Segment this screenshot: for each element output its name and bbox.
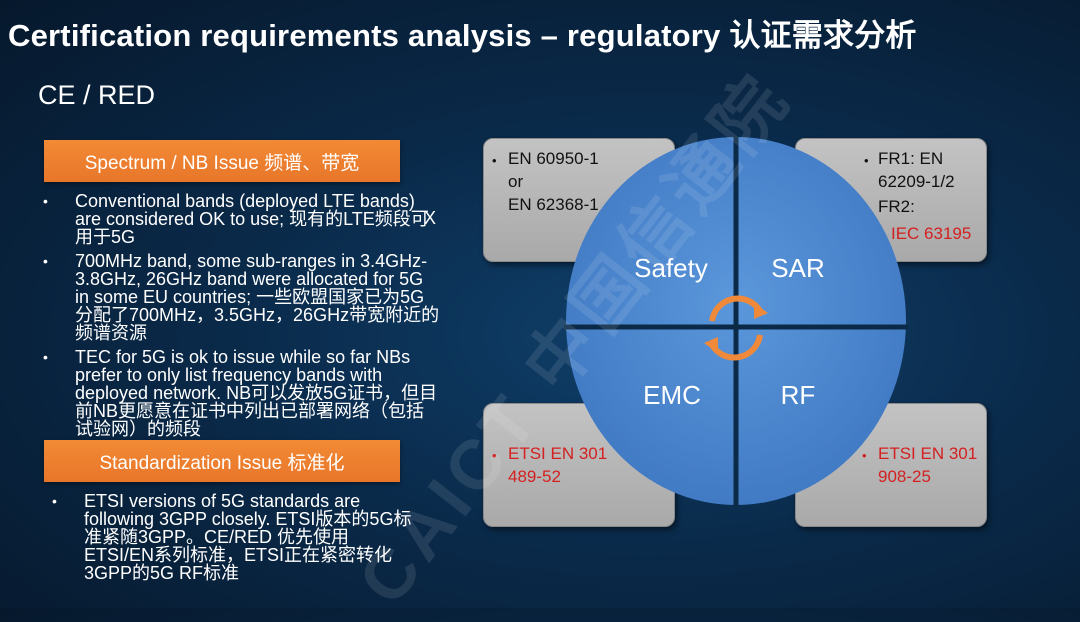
bullet-dot: •	[43, 349, 48, 365]
quadrant-rf-label: RF	[781, 380, 816, 410]
slide-subtitle: CE / RED	[38, 80, 156, 110]
x-mark: X	[424, 208, 437, 228]
quadrant-sar-label: SAR	[771, 253, 824, 283]
slide-title: Certification requirements analysis – re…	[8, 18, 917, 53]
bullet-dot: •	[43, 193, 48, 209]
quadrant-emc-label: EMC	[643, 380, 701, 410]
list-item: •Conventional bands (deployed LTE bands)…	[43, 191, 429, 247]
list-item: •700MHz band, some sub-ranges in 3.4GHz-…	[43, 251, 440, 343]
quadrant-safety-label: Safety	[634, 253, 708, 283]
arrowhead-top-icon	[754, 303, 768, 319]
certification-circle: Safety SAR EMC RF	[564, 135, 908, 507]
list-item: •TEC for 5G is ok to issue while so far …	[43, 347, 438, 439]
standardization-list: •ETSI versions of 5G standards are follo…	[52, 491, 414, 588]
spectrum-heading: Spectrum / NB Issue 频谱、带宽	[44, 140, 400, 182]
list-item: •ETSI versions of 5G standards are follo…	[52, 491, 412, 583]
bullet-dot: •	[43, 253, 48, 269]
standardization-heading: Standardization Issue 标准化	[44, 440, 400, 482]
bullet-dot: •	[52, 493, 57, 509]
spectrum-list: •Conventional bands (deployed LTE bands)…	[43, 191, 440, 444]
arrowhead-bottom-icon	[704, 337, 718, 353]
